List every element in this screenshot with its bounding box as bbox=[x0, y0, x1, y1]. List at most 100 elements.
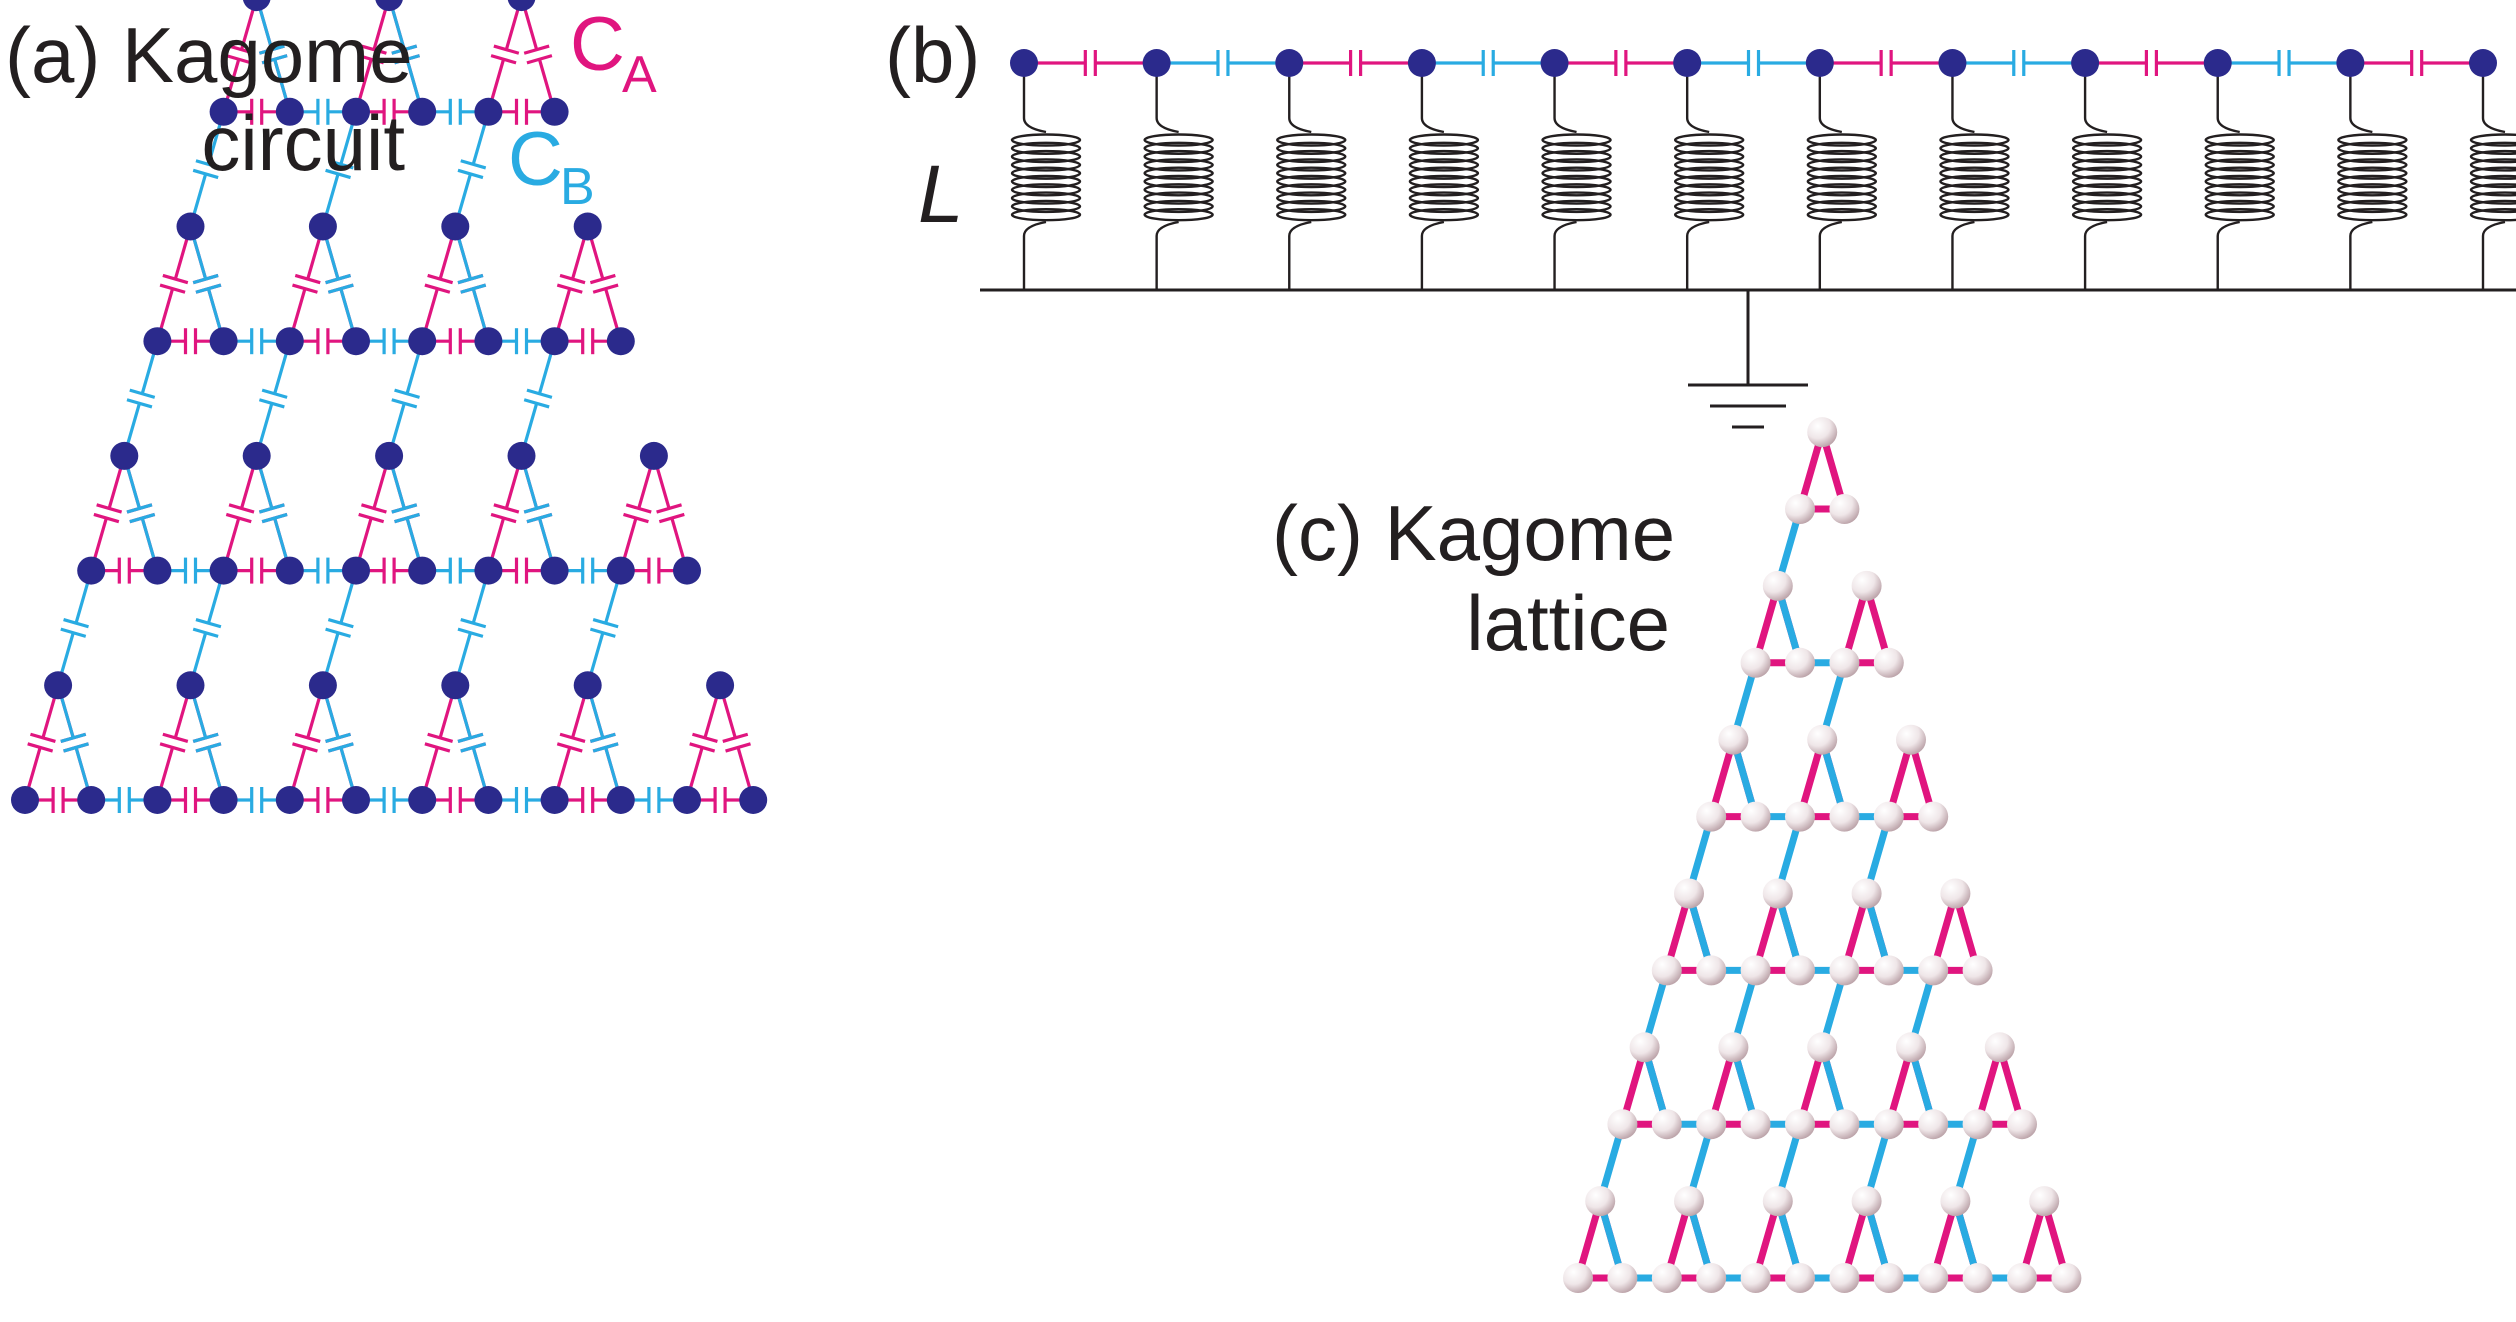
capacitor-cb bbox=[2217, 50, 2351, 76]
lattice-site bbox=[1873, 1263, 1904, 1293]
capacitor-cb bbox=[188, 226, 226, 342]
panel-b-unit-chain: (b) L bbox=[885, 11, 2516, 429]
lattice-site bbox=[1873, 647, 1904, 678]
capacitor-cb bbox=[519, 340, 557, 457]
circuit-node bbox=[739, 786, 768, 814]
lattice-site bbox=[1718, 724, 1749, 755]
circuit-node bbox=[1275, 49, 1304, 77]
capacitor-ca bbox=[155, 684, 193, 801]
circuit-node bbox=[209, 556, 238, 585]
panel-a-kagome-circuit: (a) Kagome circuit C A C B bbox=[5, 0, 768, 814]
inductor bbox=[2071, 63, 2143, 290]
ca-label-subscript: A bbox=[622, 46, 657, 104]
ground-symbol bbox=[1688, 290, 1808, 429]
lattice-site bbox=[1962, 955, 1993, 986]
circuit-node bbox=[143, 786, 172, 814]
circuit-node bbox=[143, 327, 172, 356]
circuit-node bbox=[507, 0, 536, 12]
lattice-site bbox=[1873, 955, 1904, 986]
lattice-site bbox=[1629, 1032, 1660, 1063]
capacitor-ca bbox=[222, 455, 259, 572]
capacitor-cb bbox=[1156, 50, 1290, 76]
cb-label-main: C bbox=[508, 117, 563, 202]
capacitor-ca bbox=[718, 684, 755, 801]
capacitor-cb bbox=[188, 684, 226, 801]
circuit-node bbox=[507, 441, 536, 470]
circuit-node bbox=[275, 786, 304, 814]
circuit-node bbox=[375, 0, 403, 12]
lattice-site bbox=[1918, 1109, 1949, 1140]
capacitor-cb bbox=[453, 226, 490, 342]
lattice-site bbox=[1851, 570, 1882, 601]
capacitor-cb bbox=[255, 340, 292, 457]
circuit-node bbox=[143, 556, 172, 585]
capacitor-ca bbox=[420, 684, 457, 801]
circuit-node bbox=[540, 556, 569, 585]
lattice-site bbox=[2007, 1109, 2037, 1140]
capacitor-ca bbox=[486, 0, 523, 113]
capacitor-cb bbox=[56, 570, 93, 686]
circuit-node bbox=[110, 441, 139, 470]
circuit-node bbox=[474, 786, 503, 814]
capacitor-cb bbox=[387, 340, 424, 457]
circuit-node bbox=[209, 327, 238, 356]
capacitor-ca bbox=[354, 455, 391, 572]
lattice-site bbox=[1873, 801, 1904, 832]
lattice-site bbox=[1785, 494, 1815, 524]
inductor bbox=[2204, 63, 2275, 290]
circuit-node bbox=[242, 441, 271, 470]
circuit-node bbox=[2469, 49, 2497, 77]
lattice-site bbox=[1829, 647, 1860, 678]
inductor bbox=[1673, 63, 1745, 290]
capacitor-ca bbox=[520, 0, 557, 113]
lattice-site bbox=[1785, 955, 1815, 986]
lattice-sites bbox=[1563, 417, 2082, 1293]
lattice-site bbox=[1696, 1263, 1727, 1293]
circuit-node bbox=[606, 327, 635, 356]
capacitor-ca bbox=[553, 226, 590, 342]
capacitor-ca bbox=[1819, 50, 1953, 76]
lattice-site bbox=[1851, 878, 1882, 909]
circuit-node bbox=[474, 327, 503, 356]
circuit-node bbox=[408, 97, 437, 126]
lattice-site bbox=[1962, 1109, 1993, 1140]
lattice-site bbox=[1651, 955, 1682, 986]
lattice-site bbox=[1940, 1186, 1971, 1217]
lattice-site bbox=[1807, 1032, 1838, 1063]
lattice-site bbox=[1918, 955, 1949, 986]
capacitor-ca bbox=[652, 455, 689, 572]
lattice-site bbox=[1984, 1032, 2015, 1063]
lattice-site bbox=[2029, 1186, 2060, 1217]
capacitor-cb bbox=[387, 455, 424, 572]
inductor bbox=[1806, 63, 1878, 290]
lattice-site bbox=[1829, 494, 1860, 524]
capacitor-cb bbox=[255, 455, 292, 572]
capacitor-cb bbox=[586, 684, 623, 801]
lattice-site bbox=[1740, 647, 1771, 678]
lattice-site bbox=[1829, 1109, 1860, 1140]
capacitor-ca bbox=[685, 684, 722, 801]
inductor bbox=[2337, 63, 2408, 290]
lattice-site bbox=[1607, 1263, 1638, 1293]
lattice-site bbox=[1674, 878, 1704, 909]
circuit-node bbox=[606, 556, 635, 585]
lattice-site bbox=[1873, 1109, 1904, 1140]
capacitor-ca bbox=[420, 226, 457, 342]
capacitor-cb bbox=[519, 455, 557, 572]
circuit-node bbox=[441, 212, 470, 241]
cb-capacitor-label: C B bbox=[508, 117, 595, 216]
capacitor-cb bbox=[554, 557, 621, 584]
circuit-node bbox=[673, 786, 701, 814]
capacitor-ca bbox=[155, 226, 193, 342]
lattice-site bbox=[1696, 801, 1727, 832]
capacitor-ca bbox=[288, 684, 325, 801]
circuit-node bbox=[2336, 49, 2365, 77]
inductor bbox=[1408, 63, 1480, 290]
circuit-node bbox=[44, 671, 73, 700]
lattice-site bbox=[1807, 417, 1838, 448]
panel-c-title-line2: lattice bbox=[1466, 579, 1670, 667]
capacitor-cb bbox=[586, 570, 623, 686]
circuit-node bbox=[573, 671, 602, 700]
circuit-node bbox=[673, 556, 701, 585]
circuit-node bbox=[573, 212, 602, 241]
